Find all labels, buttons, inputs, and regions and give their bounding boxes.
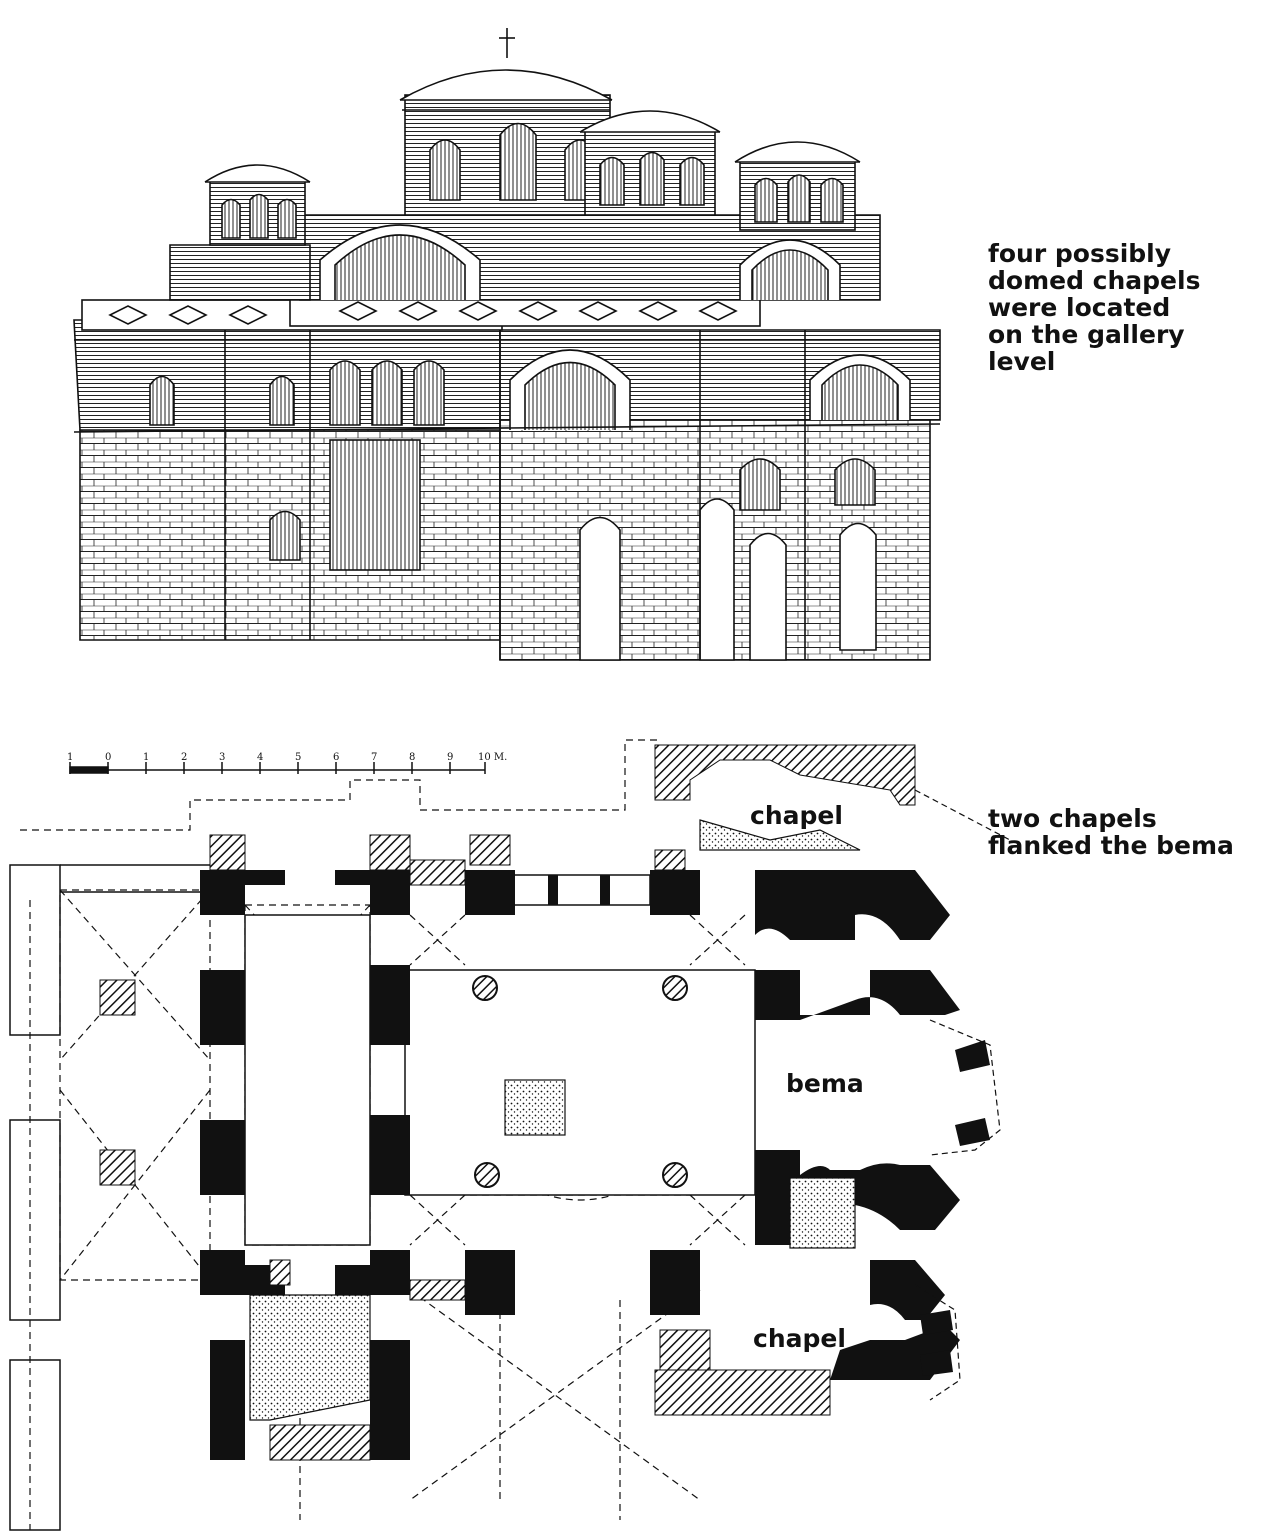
portal xyxy=(329,439,421,571)
church-floor-plan: 1 0 1 2 3 4 5 6 7 8 9 10 M. xyxy=(9,739,1011,1531)
scale-tick: 2 xyxy=(181,752,187,763)
scale-tick: 0 xyxy=(105,752,111,763)
scale-tick: 5 xyxy=(295,752,301,763)
ambo xyxy=(504,1079,566,1136)
church-elevation-drawing xyxy=(73,28,941,661)
caption-line: two chapels xyxy=(988,804,1157,833)
caption-line: were located xyxy=(988,293,1171,322)
scale-tick: 8 xyxy=(409,752,415,763)
caption-line: four possibly xyxy=(988,239,1172,268)
caption-line: domed chapels xyxy=(988,266,1201,295)
caption-gallery-chapels: four possibly domed chapels were located… xyxy=(988,240,1200,375)
apse-wall-north xyxy=(755,870,950,940)
narthex-wall xyxy=(9,864,61,1036)
scale-tick: 9 xyxy=(447,752,453,763)
central-dome xyxy=(399,69,613,101)
label-chapel-north: chapel xyxy=(750,801,843,830)
scale-bar xyxy=(69,762,486,774)
caption-line: on the gallery xyxy=(988,320,1185,349)
scale-tick: 4 xyxy=(257,752,263,763)
caption-line: flanked the bema xyxy=(988,831,1234,860)
scale-tick: 3 xyxy=(219,752,225,763)
chapel-south-wall xyxy=(654,1369,831,1416)
scale-tick: 10 M. xyxy=(478,752,507,763)
cross-icon xyxy=(499,28,515,58)
label-bema: bema xyxy=(786,1069,864,1098)
scale-tick: 6 xyxy=(333,752,339,763)
scale-tick: 1 xyxy=(67,752,73,763)
label-chapel-south: chapel xyxy=(753,1324,846,1353)
caption-bema-chapels: two chapels flanked the bema xyxy=(988,805,1234,859)
scale-tick: 1 xyxy=(143,752,149,763)
piers xyxy=(200,870,960,1460)
scale-bar-ticks: 1 0 1 2 3 4 5 6 7 8 9 10 M. xyxy=(67,752,507,763)
columns xyxy=(472,975,688,1188)
chapel-north-wall xyxy=(654,744,916,806)
scale-tick: 7 xyxy=(371,752,377,763)
caption-line: level xyxy=(988,347,1056,376)
